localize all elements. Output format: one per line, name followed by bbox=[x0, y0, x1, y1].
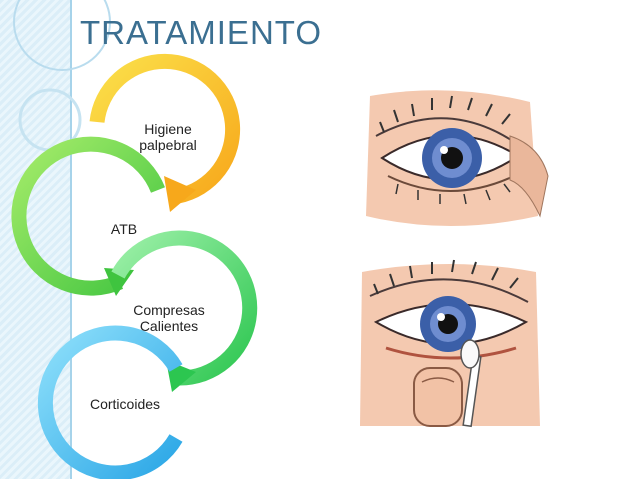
arrow-head-icon bbox=[164, 176, 196, 212]
eye-bottom-image bbox=[360, 259, 540, 428]
step-label-corticoides: Corticoides bbox=[89, 396, 161, 412]
step-ring-corticoides bbox=[37, 325, 183, 479]
step-label-atb: ATB bbox=[110, 221, 138, 237]
step-ring-higiene bbox=[89, 53, 241, 212]
step-label-compresas: Compresas Calientes bbox=[133, 302, 205, 334]
eye-top-image bbox=[366, 90, 549, 226]
side-decoration-band bbox=[0, 0, 70, 479]
side-decoration-line bbox=[70, 0, 72, 479]
cotton-swab-icon bbox=[460, 339, 482, 428]
finger-icon bbox=[413, 367, 463, 427]
treatment-flow-diagram bbox=[11, 53, 258, 479]
step-label-higiene: Higiene palpebral bbox=[139, 121, 197, 153]
eyelid-hygiene-illustration bbox=[360, 90, 549, 428]
slide-title: TRATAMIENTO bbox=[80, 14, 322, 51]
